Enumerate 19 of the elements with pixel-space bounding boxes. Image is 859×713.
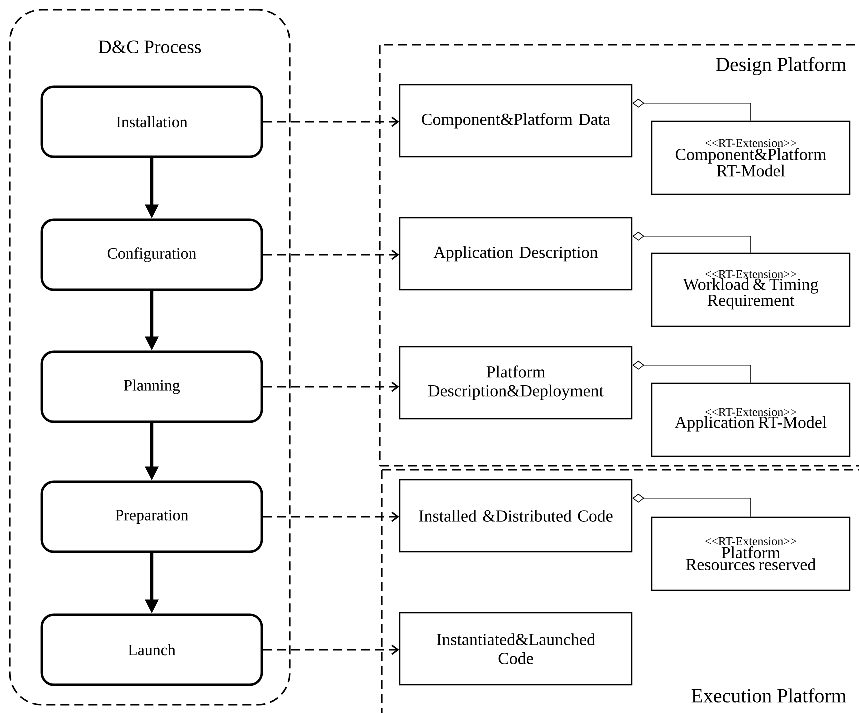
dashed-arrow: [263, 250, 400, 260]
stereotype-box: <<RT-Extension>> Component&Platform RT-Model: [651, 120, 851, 196]
process-step-box: Installation: [40, 86, 264, 158]
stereotype-box: <<RT-Extension>> Workload & Timing Requirement: [651, 252, 851, 328]
dashed-arrow: [263, 512, 400, 522]
process-step-box: Launch: [40, 614, 264, 686]
artifact-box: Platform Description&Deployment: [399, 346, 633, 420]
artifact-box: Component&Platform Data: [399, 84, 633, 158]
dashed-arrow: [263, 116, 400, 128]
stereotype-box: <<RT-Extension>> Application RT-Model: [651, 382, 851, 458]
artifact-box: Instantiated&Launched Code: [399, 612, 633, 686]
dashed-arrow: [263, 382, 400, 392]
artifact-box: Application Description: [399, 217, 633, 291]
process-step-box: Planning: [40, 350, 264, 424]
artifact-box: Installed &Distributed Code: [399, 479, 633, 553]
process-step-box: Configuration: [40, 218, 264, 292]
dashed-arrow: [263, 644, 400, 656]
stereotype-box: <<RT-Extension>> Platform Resources reserved: [651, 516, 851, 592]
process-step-box: Preparation: [40, 480, 264, 554]
